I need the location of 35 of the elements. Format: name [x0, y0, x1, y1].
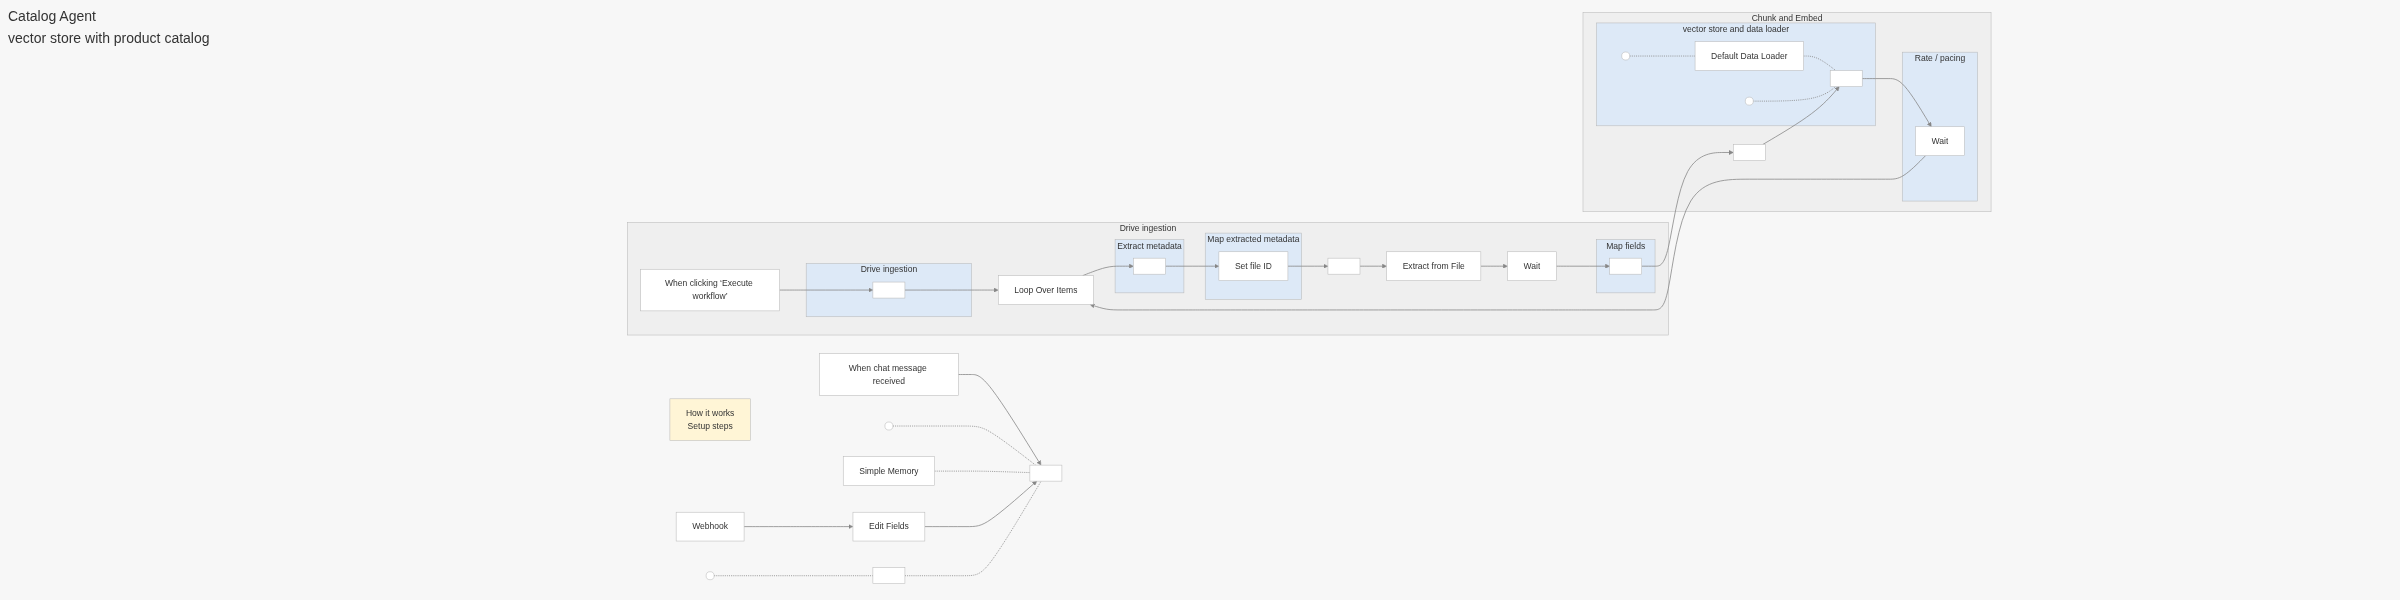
connector — [713, 575, 873, 577]
node-box: Loop Over Items — [997, 275, 1094, 305]
node-box: How it works Setup steps — [669, 398, 751, 441]
note-label: vector store with product catalog — [8, 30, 210, 46]
node-box: Wait — [1914, 126, 1965, 156]
node-circle — [1744, 96, 1754, 106]
connector — [892, 425, 1036, 466]
node-box — [1327, 257, 1360, 275]
connector — [1752, 86, 1836, 102]
node-circle — [705, 571, 714, 580]
node-box: Default Data Loader — [1694, 41, 1804, 71]
node-box: Webhook — [675, 511, 744, 542]
cluster: Drive ingestion — [805, 263, 972, 317]
node-box — [1608, 257, 1642, 275]
node-box — [872, 567, 905, 584]
cluster: Extract metadata — [1114, 239, 1184, 294]
node-box: Set file ID — [1218, 251, 1288, 281]
node-box — [1029, 464, 1062, 482]
note-label: Catalog Agent — [8, 8, 97, 24]
node-box — [1829, 70, 1863, 87]
connector — [933, 470, 1030, 473]
connector — [1628, 55, 1695, 57]
node-box: Wait — [1506, 251, 1557, 281]
cluster: Map fields — [1595, 239, 1655, 294]
node-box — [872, 281, 905, 299]
node-box: When clicking ‘Execute workflow’ — [640, 269, 780, 312]
node-box — [1732, 144, 1766, 161]
node-circle — [1620, 51, 1630, 61]
connector — [1802, 55, 1836, 71]
node-box: Simple Memory — [842, 456, 935, 486]
node-box: Extract from File — [1385, 251, 1481, 281]
node-circle — [884, 421, 893, 431]
node-box — [1132, 257, 1166, 275]
node-box: When chat message received — [818, 353, 959, 396]
node-box: Edit Fields — [852, 511, 925, 542]
